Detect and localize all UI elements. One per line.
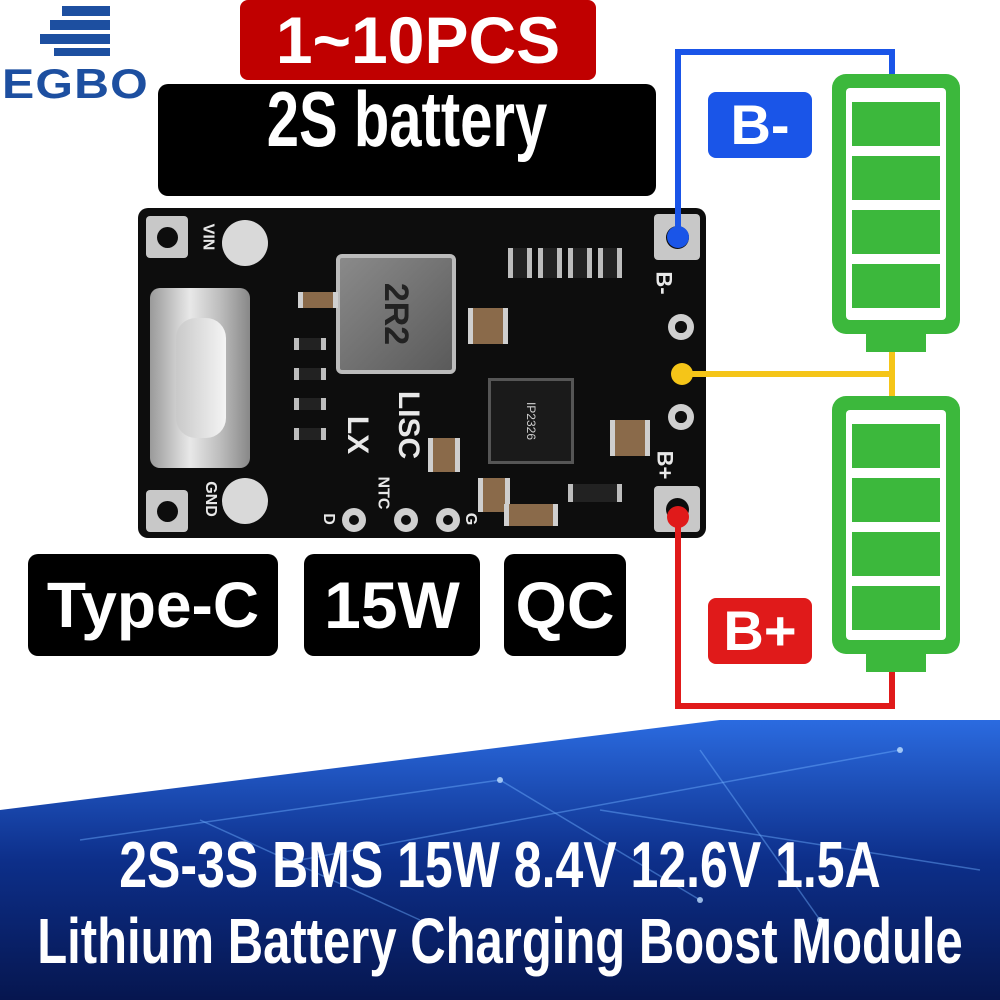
- banner-line-2-text: Lithium Battery Charging Boost Module: [37, 906, 963, 978]
- battery-cell: [852, 424, 940, 468]
- banner-line-2: Lithium Battery Charging Boost Module: [0, 907, 1000, 977]
- smd-capacitor: [504, 504, 558, 526]
- wire-b-plus: [675, 517, 895, 709]
- battery-terminal: [866, 332, 926, 352]
- battery-cell: [852, 156, 940, 200]
- logo-mark-icon: [40, 6, 110, 56]
- battery-cell: [852, 586, 940, 630]
- banner-line-1: 2S-3S BMS 15W 8.4V 12.6V 1.5A: [0, 829, 1000, 902]
- dot-b-plus: [667, 506, 689, 528]
- banner-line-1-text: 2S-3S BMS 15W 8.4V 12.6V 1.5A: [119, 828, 881, 902]
- dot-middle: [671, 363, 693, 385]
- wire-b-minus: [675, 49, 895, 237]
- smd-capacitor: [298, 292, 338, 308]
- smd-capacitor: [610, 420, 650, 456]
- inductor: 2R2: [336, 254, 456, 374]
- label-b-plus: B+: [708, 598, 812, 664]
- product-banner: 2S-3S BMS 15W 8.4V 12.6V 1.5A Lithium Ba…: [0, 720, 1000, 1000]
- pad-gnd: [222, 478, 268, 524]
- pad-mid-1: [668, 314, 694, 340]
- brand-logo-text: EGBO: [2, 60, 149, 107]
- brand-logo: EGBO: [0, 0, 170, 110]
- feature-badge-qc: QC: [504, 554, 626, 656]
- smd-capacitor: [428, 438, 460, 472]
- mount-pad-top-left: [146, 216, 188, 258]
- smd-resistor: [508, 248, 532, 278]
- feature-badge-15w: 15W: [304, 554, 480, 656]
- battery-cell: [852, 210, 940, 254]
- pad-d: [342, 508, 366, 532]
- pcb-board: VIN GND 2R2 IP2326 LISC LX D NTC G B- B+: [138, 208, 706, 538]
- smd-resistor: [568, 248, 592, 278]
- smd-resistor: [294, 398, 326, 410]
- banner-background: [0, 720, 1000, 1000]
- battery-bottom: [832, 396, 960, 672]
- pad-vin: [222, 220, 268, 266]
- mount-pad-bottom-left: [146, 490, 188, 532]
- quantity-badge: 1~10PCS: [240, 0, 596, 80]
- battery-cell: [852, 102, 940, 146]
- battery-top: [832, 74, 960, 352]
- smd-resistor: [294, 368, 326, 380]
- battery-cell: [852, 478, 940, 522]
- smd-resistor: [538, 248, 562, 278]
- feature-badge-type-c: Type-C: [28, 554, 278, 656]
- smd-resistor: [294, 338, 326, 350]
- label-b-minus: B-: [708, 92, 812, 158]
- pad-ntc: [394, 508, 418, 532]
- controller-chip: IP2326: [488, 378, 574, 464]
- battery-cell: [852, 532, 940, 576]
- battery-cell: [852, 264, 940, 308]
- dot-b-minus: [667, 226, 689, 248]
- smd-resistor: [294, 428, 326, 440]
- smd-resistor: [598, 248, 622, 278]
- smd-capacitor: [468, 308, 508, 344]
- usb-c-port: [150, 288, 250, 468]
- pad-mid-2: [668, 404, 694, 430]
- smd-diode: [568, 484, 622, 502]
- battery-terminal: [866, 652, 926, 672]
- pad-g: [436, 508, 460, 532]
